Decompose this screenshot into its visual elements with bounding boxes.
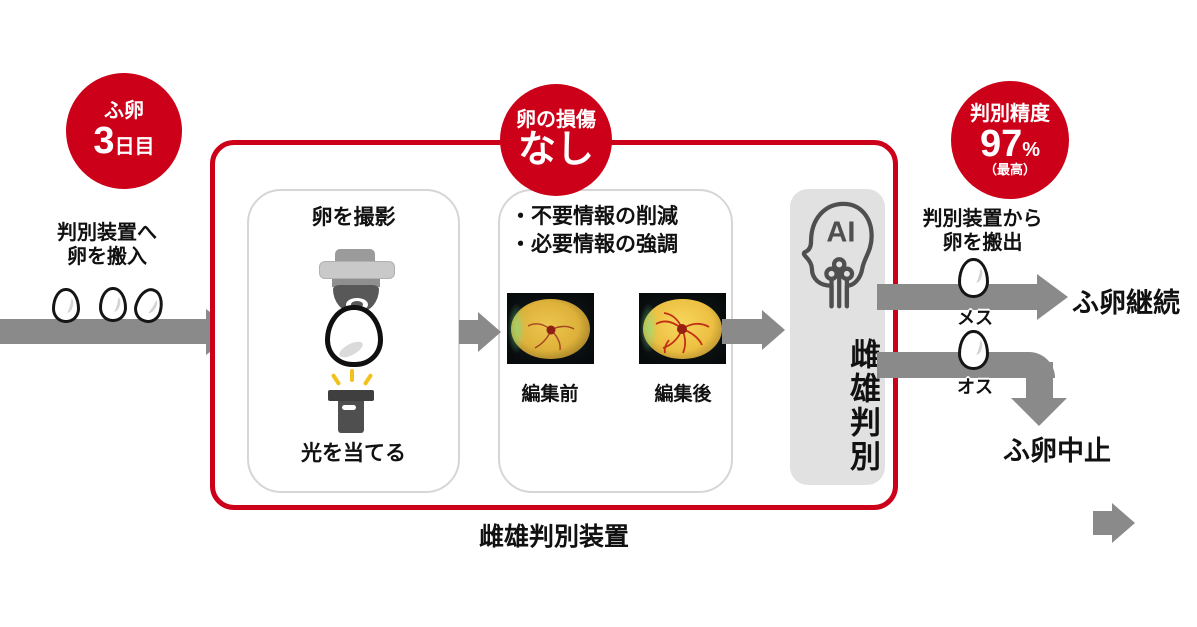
inflow-arrow-shaft [0,319,207,344]
arrow-capture-to-edit [459,320,479,344]
edit-step-box: ・不要情報の削減 ・必要情報の強調 [498,189,1135,543]
female-arrow-head [1037,274,1068,320]
male-tag: オス [957,377,993,397]
egg-damage-badge: 卵の損傷 なし [500,84,612,196]
male-arrow-vertical [1026,362,1053,400]
ai-sexing-box: AI 雌雄判別 [790,189,885,485]
ai-sexing-label: 雌雄判別 [845,338,880,474]
arrow-before-to-after [1093,511,1113,535]
incubation-day-value: 3日目 [93,120,155,163]
egg-photo-before [507,293,594,364]
arrow-edit-to-ai-head [762,310,785,350]
egg-outline-icon [325,305,383,367]
male-egg-icon [958,330,989,370]
accuracy-badge-title: 判別精度 [970,102,1050,125]
male-arrow-head [1011,398,1067,426]
damage-badge-title: 卵の損傷 [516,109,596,132]
egg-photo-after [639,293,726,364]
female-egg-icon [958,258,989,298]
edit-bullets: ・不要情報の削減 ・必要情報の強調 [510,205,678,257]
before-label: 編集前 [521,384,579,405]
stop-incubation-label: ふ卵中止 [1003,436,1111,466]
accuracy-badge: 判別精度 97% （最高） [951,81,1069,199]
female-arrow-shaft [877,284,1038,310]
arrow-capture-to-edit-head [478,312,501,352]
damage-badge-value: なし [517,129,594,172]
after-label: 編集後 [654,384,712,405]
continue-incubation-label: ふ卵継続 [1072,288,1180,318]
arrow-edit-to-ai [722,319,763,344]
ai-head-icon: AI [801,201,874,309]
accuracy-badge-value: 97% [979,122,1041,165]
capture-title: 卵を撮影 [311,206,396,229]
capture-step-box: 卵を撮影 光を当てる [247,189,460,493]
capture-caption: 光を当てる [301,442,406,465]
accuracy-badge-note: （最高） [983,161,1036,177]
arrow-before-to-after-head [1112,503,1135,543]
outflow-label: 判別装置から 卵を搬出 [922,208,1043,254]
incubation-badge-title: ふ卵 [104,100,144,123]
device-label: 雌雄判別装置 [478,523,629,551]
egg-icon [52,288,80,323]
female-tag: メス [957,308,993,328]
incubation-day-badge: ふ卵 3日目 [66,73,182,189]
egg-icon [99,287,127,322]
inflow-label: 判別装置へ 卵を搬入 [57,222,157,268]
svg-text:AI: AI [826,216,855,248]
